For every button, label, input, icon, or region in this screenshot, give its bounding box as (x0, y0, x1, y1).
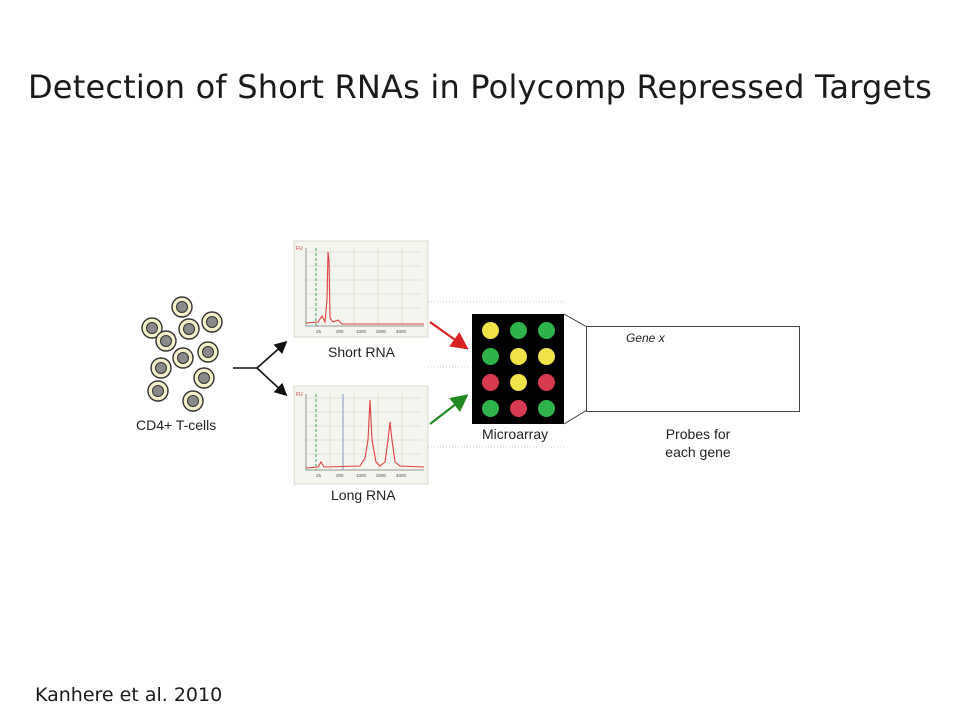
cell (150, 357, 172, 379)
cells-label: CD4+ T-cells (136, 417, 217, 433)
svg-text:1000: 1000 (356, 329, 367, 334)
svg-text:25: 25 (316, 473, 322, 478)
probes-label: Probes for each gene (648, 425, 748, 461)
cell (201, 311, 223, 333)
cell (155, 330, 177, 352)
svg-text:2000: 2000 (376, 329, 387, 334)
svg-text:200: 200 (336, 329, 344, 334)
slide-title: Detection of Short RNAs in Polycomp Repr… (27, 68, 933, 106)
svg-text:FU: FU (296, 246, 303, 252)
microarray-spot-yellow (538, 348, 555, 365)
t-cells-cluster (141, 296, 223, 412)
microarray-spot-yellow (482, 322, 499, 339)
long-rna-trace: FU 25 200 1000 2000 4000 (293, 385, 429, 485)
microarray-spot-green (538, 322, 555, 339)
microarray-grid (472, 314, 564, 424)
microarray-spot-red (482, 374, 499, 391)
split-arrow (233, 340, 288, 397)
cell (147, 380, 169, 402)
probes-label-line2: each gene (665, 444, 731, 460)
svg-text:1000: 1000 (356, 473, 367, 478)
svg-text:4000: 4000 (396, 473, 407, 478)
microarray-spot-yellow (510, 374, 527, 391)
svg-text:2000: 2000 (376, 473, 387, 478)
cell (193, 367, 215, 389)
cell (141, 317, 163, 339)
cell (178, 318, 200, 340)
microarray-spot-red (538, 374, 555, 391)
microarray-spot-yellow (510, 348, 527, 365)
microarray-spot-green (538, 400, 555, 417)
short-rna-trace: FU 25 200 1000 2000 4000 (293, 240, 429, 338)
short-rna-label: Short RNA (328, 344, 395, 360)
svg-text:FU: FU (296, 392, 303, 398)
cell (172, 347, 194, 369)
probes-label-line1: Probes for (665, 426, 731, 442)
svg-text:200: 200 (336, 473, 344, 478)
cell (171, 296, 193, 318)
cell (182, 390, 204, 412)
microarray-spot-green (482, 400, 499, 417)
long-rna-arrow (429, 394, 469, 425)
long-rna-label: Long RNA (331, 487, 396, 503)
citation: Kanhere et al. 2010 (35, 684, 223, 706)
dotted-guides (428, 301, 566, 448)
short-rna-arrow (429, 321, 469, 350)
microarray-spot-green (510, 322, 527, 339)
probe-zoom-box (586, 326, 800, 412)
microarray-spot-red (510, 400, 527, 417)
svg-text:4000: 4000 (396, 329, 407, 334)
cell (197, 341, 219, 363)
microarray-spot-green (482, 348, 499, 365)
zoom-lines (563, 313, 588, 425)
microarray-label: Microarray (482, 426, 549, 442)
svg-text:25: 25 (316, 329, 322, 334)
gene-label: Gene x (626, 331, 665, 345)
